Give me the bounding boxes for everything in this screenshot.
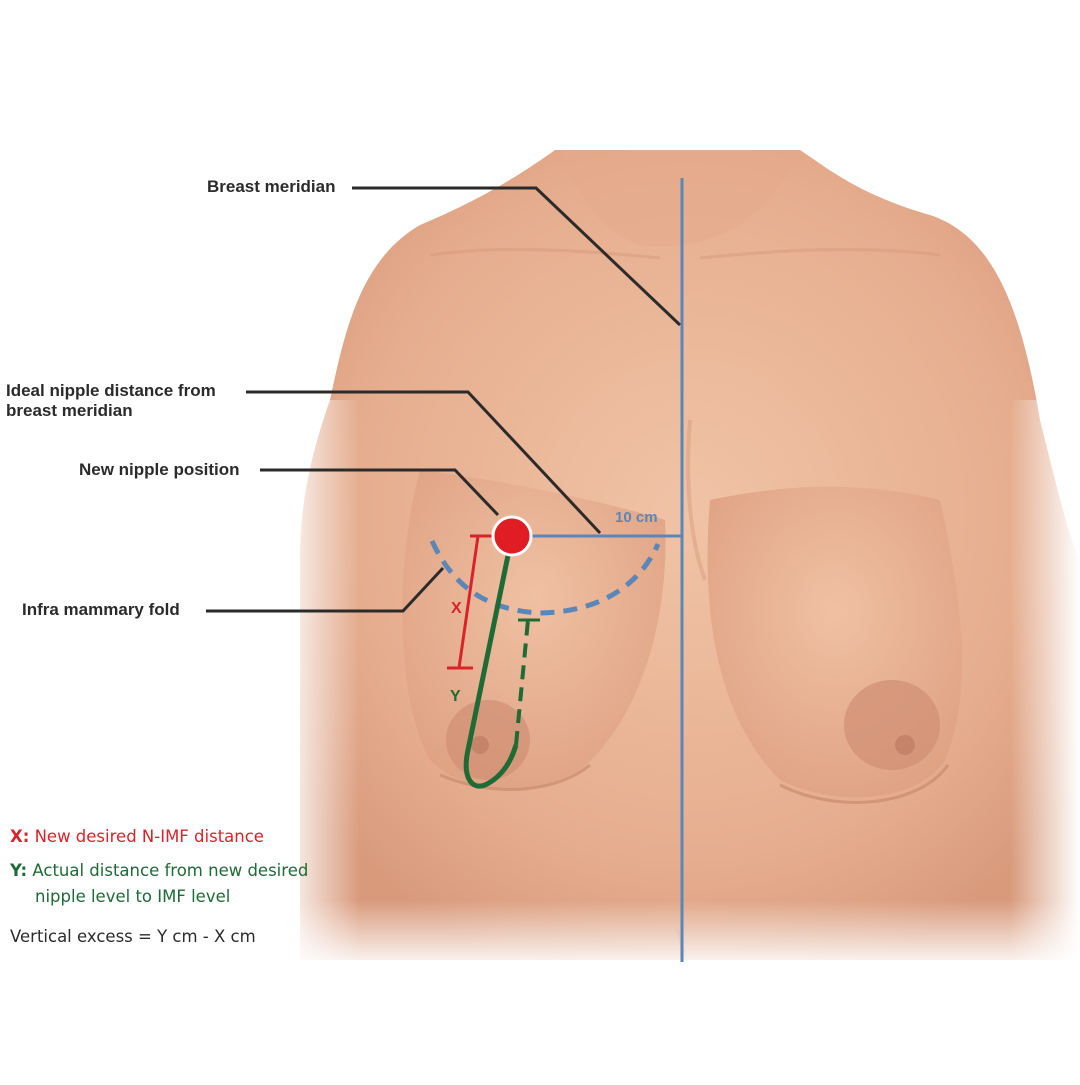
leader-ideal-distance: [246, 390, 602, 535]
y-measure-curve: [463, 535, 519, 789]
leader-new-nipple: [260, 468, 500, 517]
legend-x-text: New desired N-IMF distance: [34, 827, 264, 846]
legend-y-key: Y:: [10, 861, 28, 880]
legend-y-line1: Y: Actual distance from new desired: [10, 860, 308, 882]
left-nipple: [471, 736, 489, 754]
label-ten-cm: 10 cm: [615, 509, 658, 526]
label-y-marker: Y: [450, 688, 461, 705]
legend-y-text-line2: nipple level to IMF level: [35, 887, 231, 906]
leader-breast-meridian: [352, 186, 682, 327]
x-measure-line: [457, 535, 480, 669]
label-new-nipple-position: New nipple position: [79, 460, 240, 479]
legend-y-text-line1: Actual distance from new desired: [32, 861, 309, 880]
label-ideal-distance-line2: breast meridian: [6, 401, 133, 420]
label-ideal-distance-line1: Ideal nipple distance from: [6, 381, 216, 400]
leader-imf: [206, 566, 445, 613]
label-x-marker: X: [451, 600, 462, 617]
right-nipple: [895, 735, 915, 755]
sternum-shade: [686, 419, 707, 581]
right-breast-underline: [779, 764, 950, 804]
new-nipple-marker: [491, 515, 533, 557]
left-breast-underline: [439, 763, 591, 791]
legend-y-line2: nipple level to IMF level: [35, 886, 230, 908]
legend-x-key: X:: [10, 827, 30, 846]
neck: [560, 150, 800, 247]
label-infra-mammary-fold: Infra mammary fold: [22, 600, 180, 619]
legend-x: X: New desired N-IMF distance: [10, 826, 264, 848]
right-areola: [844, 680, 940, 770]
label-breast-meridian: Breast meridian: [207, 177, 336, 196]
imf-dashed-curve: [429, 539, 661, 616]
legend-formula: Vertical excess = Y cm - X cm: [10, 927, 256, 946]
clavicle-right: [699, 247, 941, 260]
clavicle-left: [429, 247, 661, 260]
